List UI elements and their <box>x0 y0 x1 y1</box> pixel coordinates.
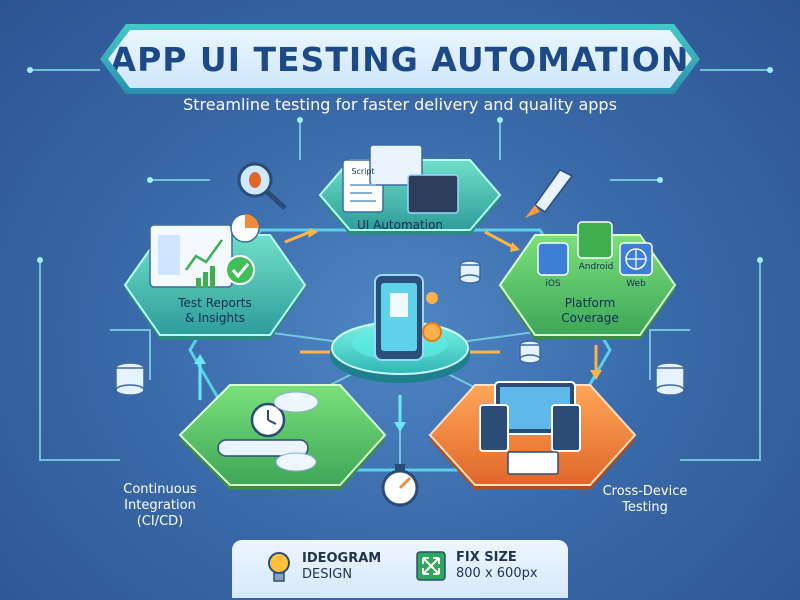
resize-icon <box>416 551 446 581</box>
footer-design-subtitle: DESIGN <box>302 567 353 582</box>
footer-size-subtitle: 800 x 600px <box>456 566 538 581</box>
title-banner: APP UI TESTING AUTOMATION <box>108 30 692 88</box>
footer-design-title: IDEOGRAM <box>302 551 382 566</box>
lightbulb-icon <box>268 552 290 582</box>
cross-device-label: Cross-Device Testing <box>602 484 688 515</box>
script-doc-label: Script <box>351 167 375 176</box>
footer-size-item: FIX SIZE 800 x 600px <box>416 550 538 582</box>
page-subtitle: Streamline testing for faster delivery a… <box>183 95 617 114</box>
platform-coverage-label: Platform Coverage <box>561 296 619 325</box>
test-reports-label: Test Reports & Insights <box>178 296 252 325</box>
platform-android-label: Android <box>578 262 614 272</box>
platform-web-label: Web <box>626 279 646 289</box>
page-title: APP UI TESTING AUTOMATION <box>110 39 690 79</box>
ci-cd-label: Continuous Integration (CI/CD) <box>123 482 197 529</box>
ui-automation-label: UI Automation <box>356 218 444 232</box>
platform-ios-label: iOS <box>545 279 561 289</box>
footer-size-title: FIX SIZE <box>456 550 517 565</box>
footer-bar: IDEOGRAM DESIGN FIX SIZE 800 x 600px <box>232 540 568 598</box>
footer-design-item: IDEOGRAM DESIGN <box>266 550 381 584</box>
